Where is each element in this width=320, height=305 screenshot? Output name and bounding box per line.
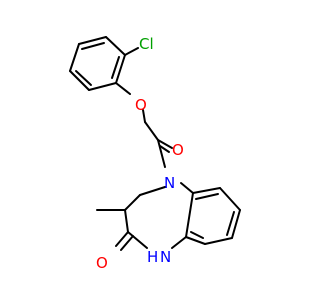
bond: [88, 82, 117, 91]
atom-label-ring-nitrogen: N: [164, 174, 175, 192]
atom-label-ether-oxygen: O: [135, 96, 147, 114]
bond: [142, 109, 146, 123]
bond: [180, 182, 194, 194]
bond: [127, 231, 148, 249]
bond: [124, 209, 129, 233]
bond: [192, 187, 221, 194]
bond: [157, 139, 173, 149]
bond: [115, 54, 126, 84]
atom-label-chlorine: Cl: [139, 35, 154, 53]
bond: [185, 236, 206, 245]
bond: [69, 43, 80, 72]
bond: [105, 36, 126, 56]
atom-label-lactam-oxygen: O: [96, 254, 108, 272]
atom-label-lactam-nitrogen: N: [160, 248, 171, 266]
atom-label-carbonyl-oxygen: O: [172, 141, 184, 159]
bond: [226, 211, 235, 236]
bond: [111, 56, 120, 79]
bond: [159, 145, 170, 153]
bond: [120, 235, 134, 251]
bond: [75, 70, 92, 86]
bond: [81, 42, 105, 50]
bond: [124, 47, 139, 56]
bond: [144, 121, 159, 141]
bond: [171, 236, 187, 249]
atom-label-lactam-nh-hydrogen: H: [147, 248, 158, 266]
bond: [115, 82, 131, 95]
bond: [219, 187, 241, 211]
bonds: [69, 36, 241, 251]
bond: [139, 186, 166, 196]
bond: [78, 36, 107, 45]
bond: [190, 231, 204, 239]
bond: [204, 237, 233, 245]
bond: [69, 70, 90, 91]
bond: [157, 139, 166, 168]
structure-canvas: Cl O O N O H N: [69, 35, 241, 272]
bond: [195, 193, 219, 200]
molecule-diagram: Cl O O N O H N: [69, 35, 241, 272]
bond: [185, 192, 194, 238]
bond: [115, 231, 129, 247]
bond: [231, 209, 241, 239]
bond: [124, 194, 141, 211]
